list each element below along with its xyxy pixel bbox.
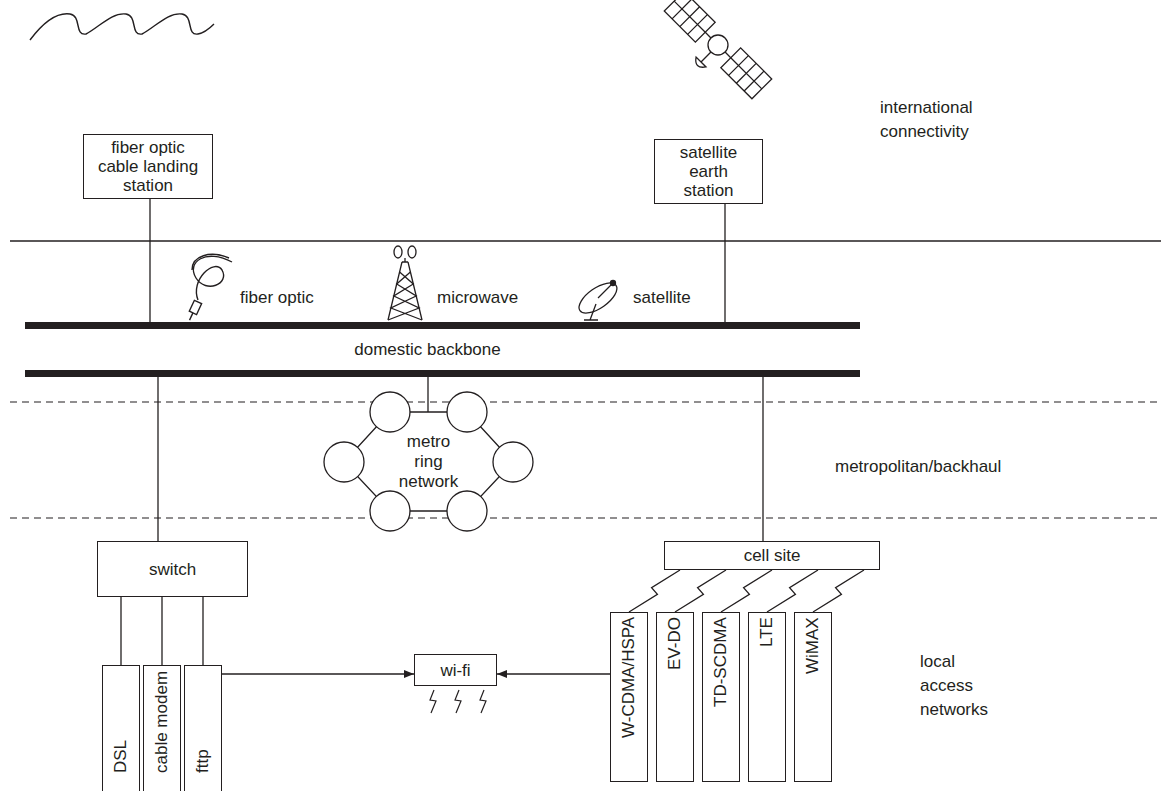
zone-label: satellite — [633, 286, 691, 310]
node-text: LTE — [757, 617, 777, 647]
dish-feed-head — [611, 281, 616, 286]
ring-node-circle — [493, 442, 533, 482]
signal-bolt — [430, 690, 436, 713]
zone-divider-dashed — [10, 517, 1161, 518]
zone-label-holder: international connectivity — [880, 96, 1000, 144]
node-text: EV-DO — [665, 617, 685, 670]
connector-line — [157, 377, 158, 541]
node-text: TD-SCDMA — [711, 617, 731, 707]
signal-bolt — [480, 690, 486, 713]
microwave-tower-icon — [388, 246, 422, 320]
connector-line — [222, 673, 414, 674]
network-box: switch — [97, 541, 248, 597]
connector-line — [427, 377, 428, 412]
wireless-link — [675, 570, 726, 612]
connector-line — [762, 377, 763, 541]
connector-group — [121, 199, 864, 674]
fiber-cable-icon — [186, 254, 232, 321]
fiber-connector — [186, 300, 202, 322]
zone-label: metropolitan/backhaul — [835, 455, 1001, 479]
ring-node-circle — [447, 491, 487, 531]
zone-label-holder: metropolitan/backhaul — [835, 455, 1001, 479]
wireless-link — [721, 570, 772, 612]
connector-line — [497, 673, 610, 674]
zone-label-holder: local access networks — [920, 650, 1000, 722]
signal-bolt — [455, 690, 461, 713]
node-text: domestic backbone — [354, 340, 500, 360]
connector-tip — [190, 313, 193, 320]
connector-line — [120, 597, 121, 665]
dish-stand — [584, 304, 598, 320]
panel-grid — [664, 0, 715, 42]
zone-label: international connectivity — [880, 96, 1000, 144]
fiber-strand — [192, 254, 229, 270]
solar-panel — [664, 0, 715, 42]
node-text: WiMAX — [803, 617, 823, 674]
zone-label-holder: fiber optic — [240, 286, 314, 310]
tower-antenna — [394, 246, 402, 258]
node-text: fiber optic cable landing station — [93, 138, 203, 195]
wave-line — [30, 14, 214, 40]
wireless-link — [767, 570, 818, 612]
node-text: DSL — [111, 740, 131, 773]
node-text: satellite earth station — [669, 143, 749, 200]
zone-divider-dashed — [10, 401, 1161, 402]
ring-node-circle — [324, 442, 364, 482]
zone-label: fiber optic — [240, 286, 314, 310]
ring-node-circle — [370, 392, 410, 432]
network-box: cell site — [664, 541, 880, 570]
fiber-strand — [193, 256, 232, 300]
access-column: EV-DO — [656, 612, 694, 782]
ring-node-circle — [447, 392, 487, 432]
zone-divider — [10, 240, 1161, 241]
wifi-signal — [430, 690, 486, 713]
network-box: wi-fi — [414, 654, 497, 686]
backbone-band: domestic backbone — [25, 322, 860, 377]
zone-label-holder: microwave — [437, 286, 518, 310]
ring-link — [344, 412, 513, 511]
zone-label-holder: satellite — [633, 286, 691, 310]
connector-line — [202, 597, 203, 665]
zone-label: local access networks — [920, 650, 1000, 722]
node-text: cable modem — [152, 671, 172, 773]
ring-network: metro ring network — [344, 412, 513, 511]
network-box: fiber optic cable landing station — [83, 134, 213, 199]
wireless-link — [629, 570, 680, 612]
connector-body — [189, 300, 201, 314]
node-text: fttp — [193, 749, 213, 773]
node-text: cell site — [744, 546, 801, 565]
access-column: TD-SCDMA — [702, 612, 740, 782]
access-column: LTE — [748, 612, 786, 782]
node-text: W-CDMA/HSPA — [619, 617, 639, 738]
access-column: DSL — [102, 665, 140, 791]
connector-line — [724, 204, 725, 322]
dish-reflector — [574, 277, 622, 319]
tower-legs — [388, 258, 422, 320]
tower-antenna — [408, 246, 416, 258]
satellite-icon — [654, 0, 772, 109]
node-text: wi-fi — [440, 661, 470, 680]
connector-line — [161, 597, 162, 665]
zone-label: microwave — [437, 286, 518, 310]
satellite-body — [704, 31, 732, 59]
node-text: metro ring network — [396, 432, 462, 492]
access-column: fttp — [184, 665, 222, 791]
satellite-dish-icon — [574, 277, 622, 320]
access-column: cable modem — [143, 665, 181, 791]
access-column: WiMAX — [794, 612, 832, 782]
ring-node-circle — [370, 491, 410, 531]
network-box: satellite earth station — [654, 139, 763, 204]
wireless-link — [813, 570, 864, 612]
sea-waves — [30, 14, 214, 40]
connector-line — [149, 199, 150, 322]
dish-feed — [598, 284, 612, 298]
node-text: switch — [149, 560, 196, 579]
satellite-antenna — [693, 57, 706, 70]
access-column: W-CDMA/HSPA — [610, 612, 648, 782]
tower-bracing — [388, 272, 422, 320]
